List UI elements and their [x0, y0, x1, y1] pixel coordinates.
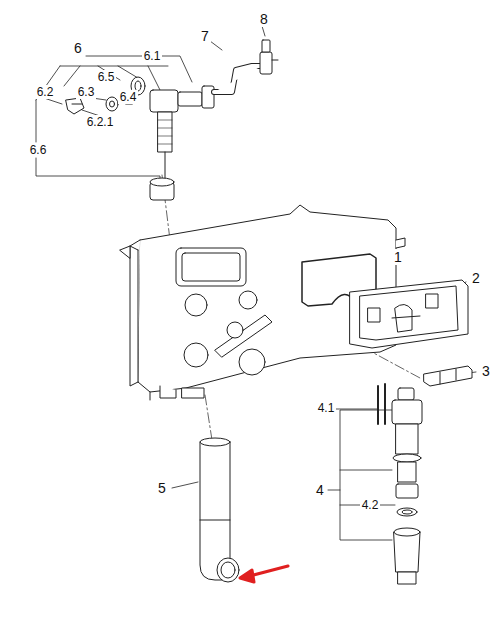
callout-number: 6.5	[96, 70, 117, 84]
leader-lines	[36, 26, 476, 540]
callout-number: 6.2	[35, 85, 56, 99]
callout-number: 6.2.1	[85, 115, 116, 129]
callout-number: 6.6	[28, 143, 49, 157]
bracket-part	[424, 366, 472, 386]
callout-number: 4	[314, 482, 326, 498]
callout-number: 4.1	[316, 401, 337, 415]
red-arrow	[240, 566, 288, 582]
fill-valve	[66, 77, 214, 200]
callout-number: 6.3	[76, 85, 97, 99]
flush-pipe	[200, 438, 239, 582]
callout-number: 7	[199, 28, 211, 44]
callout-number: 6.1	[142, 49, 163, 63]
flush-valve	[378, 384, 422, 584]
callout-number: 1	[392, 249, 404, 265]
callout-number: 4.2	[360, 498, 381, 512]
hose-and-valve	[214, 40, 278, 92]
callout-number: 5	[156, 480, 168, 496]
callout-number: 6.4	[118, 90, 139, 104]
callout-number: 3	[480, 363, 492, 379]
mounting-frame	[350, 280, 468, 348]
callout-number: 2	[470, 270, 482, 286]
callout-number: 6	[72, 40, 84, 56]
callout-number: 8	[258, 11, 270, 27]
